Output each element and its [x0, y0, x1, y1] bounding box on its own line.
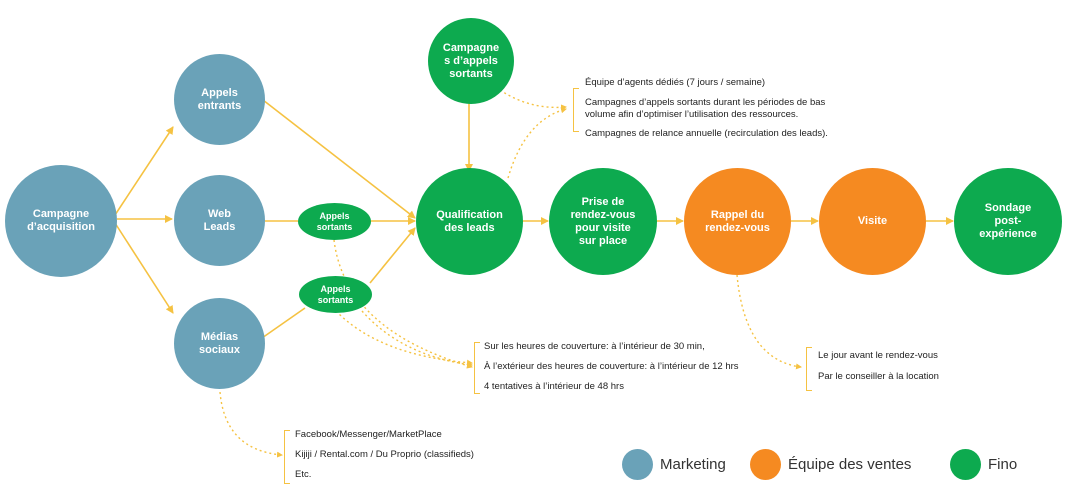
note-coverage-2: À l’extérieur des heures de couverture: …: [484, 361, 739, 372]
node-post-experience-survey: Sondage post- expérience: [954, 168, 1062, 275]
note-social-3: Etc.: [295, 469, 312, 480]
note-coverage-3: 4 tentatives à l’intérieur de 48 hrs: [484, 381, 624, 392]
notes-outbound-bracket: [573, 88, 579, 132]
node-lead-qualification: Qualification des leads: [416, 168, 523, 275]
dotted-outbound-calls-2-to-coverage: [335, 310, 473, 366]
node-social-media-label: Médias sociaux: [199, 330, 240, 356]
note-reminder-2: Par le conseiller à la location: [818, 371, 939, 382]
node-appointment-booking-label: Prise de rendez-vous pour visite sur pla…: [570, 195, 636, 247]
notes-reminder-bracket: [806, 347, 812, 391]
notes-reminder: Le jour avant le rendez-vous Par le cons…: [818, 350, 939, 383]
node-outbound-calls-1-label: Appels sortants: [316, 210, 353, 232]
node-web-leads: Web Leads: [174, 175, 265, 266]
arrow-outbound-calls-2-to-qualification: [369, 227, 416, 284]
dotted-qualification-to-notes: [507, 107, 567, 179]
node-acquisition-campaign-label: Campagne d’acquisition: [27, 208, 95, 233]
dotted-reminder-to-notes: [736, 274, 802, 370]
arrow-campaign-to-inbound: [114, 126, 174, 216]
node-outbound-calls-1: Appels sortants: [298, 203, 371, 240]
notes-coverage: Sur les heures de couverture: à l’intéri…: [484, 341, 739, 393]
node-social-media: Médias sociaux: [174, 298, 265, 389]
note-social-2: Kijiji / Rental.com / Du Proprio (classi…: [295, 449, 474, 460]
legend-sales-team-swatch: [750, 449, 781, 480]
dotted-social-to-notes: [219, 391, 283, 458]
node-outbound-calls-2: Appels sortants: [299, 276, 372, 313]
legend-sales-team-label: Équipe des ventes: [788, 456, 912, 473]
legend-marketing-swatch: [622, 449, 653, 480]
node-post-experience-survey-label: Sondage post- expérience: [979, 202, 1037, 240]
arrow-campaign-to-social: [114, 222, 174, 314]
notes-coverage-bracket: [474, 342, 480, 394]
note-outbound-1: Équipe d’agents dédiés (7 jours / semain…: [585, 77, 766, 88]
notes-outbound: Équipe d’agents dédiés (7 jours / semain…: [585, 77, 828, 140]
notes-social-bracket: [284, 430, 290, 484]
dotted-outbound-calls-2-to-coverage-2: [361, 310, 473, 368]
note-outbound-3: Campagnes de relance annuelle (recircula…: [585, 128, 828, 139]
note-coverage-1: Sur les heures de couverture: à l’intéri…: [484, 341, 705, 352]
note-outbound-2: Campagnes d’appels sortants durant les p…: [585, 97, 826, 120]
notes-social: Facebook/Messenger/MarketPlace Kijiji / …: [295, 429, 474, 481]
node-outbound-campaigns: Campagne s d’appels sortants: [428, 18, 514, 104]
node-visit-label: Visite: [857, 215, 888, 227]
node-inbound-calls-label: Appels entrants: [197, 86, 242, 112]
note-reminder-1: Le jour avant le rendez-vous: [818, 350, 938, 361]
dotted-outbound-calls-1-to-coverage: [333, 239, 473, 369]
note-social-1: Facebook/Messenger/MarketPlace: [295, 429, 442, 440]
node-outbound-campaigns-label: Campagne s d’appels sortants: [442, 41, 500, 80]
dotted-outbound-campaigns-to-notes: [499, 89, 567, 111]
arrow-social-to-outbound-calls: [261, 307, 306, 339]
node-web-leads-label: Web Leads: [203, 207, 236, 233]
node-appointment-reminder: Rappel du rendez-vous: [684, 168, 791, 275]
legend-fino: Fino: [950, 449, 1017, 480]
legend-marketing-label: Marketing: [660, 456, 726, 473]
arrow-inbound-to-qualification: [262, 99, 416, 219]
node-inbound-calls: Appels entrants: [174, 54, 265, 145]
node-appointment-reminder-label: Rappel du rendez-vous: [705, 208, 770, 234]
node-visit: Visite: [819, 168, 926, 275]
node-acquisition-campaign: Campagne d’acquisition: [5, 165, 117, 277]
legend-marketing: Marketing: [622, 449, 726, 480]
node-lead-qualification-label: Qualification des leads: [436, 208, 503, 234]
node-appointment-booking: Prise de rendez-vous pour visite sur pla…: [549, 168, 657, 275]
node-outbound-calls-2-label: Appels sortants: [317, 283, 354, 305]
legend-fino-swatch: [950, 449, 981, 480]
legend-sales-team: Équipe des ventes: [750, 449, 911, 480]
legend-fino-label: Fino: [988, 456, 1018, 473]
